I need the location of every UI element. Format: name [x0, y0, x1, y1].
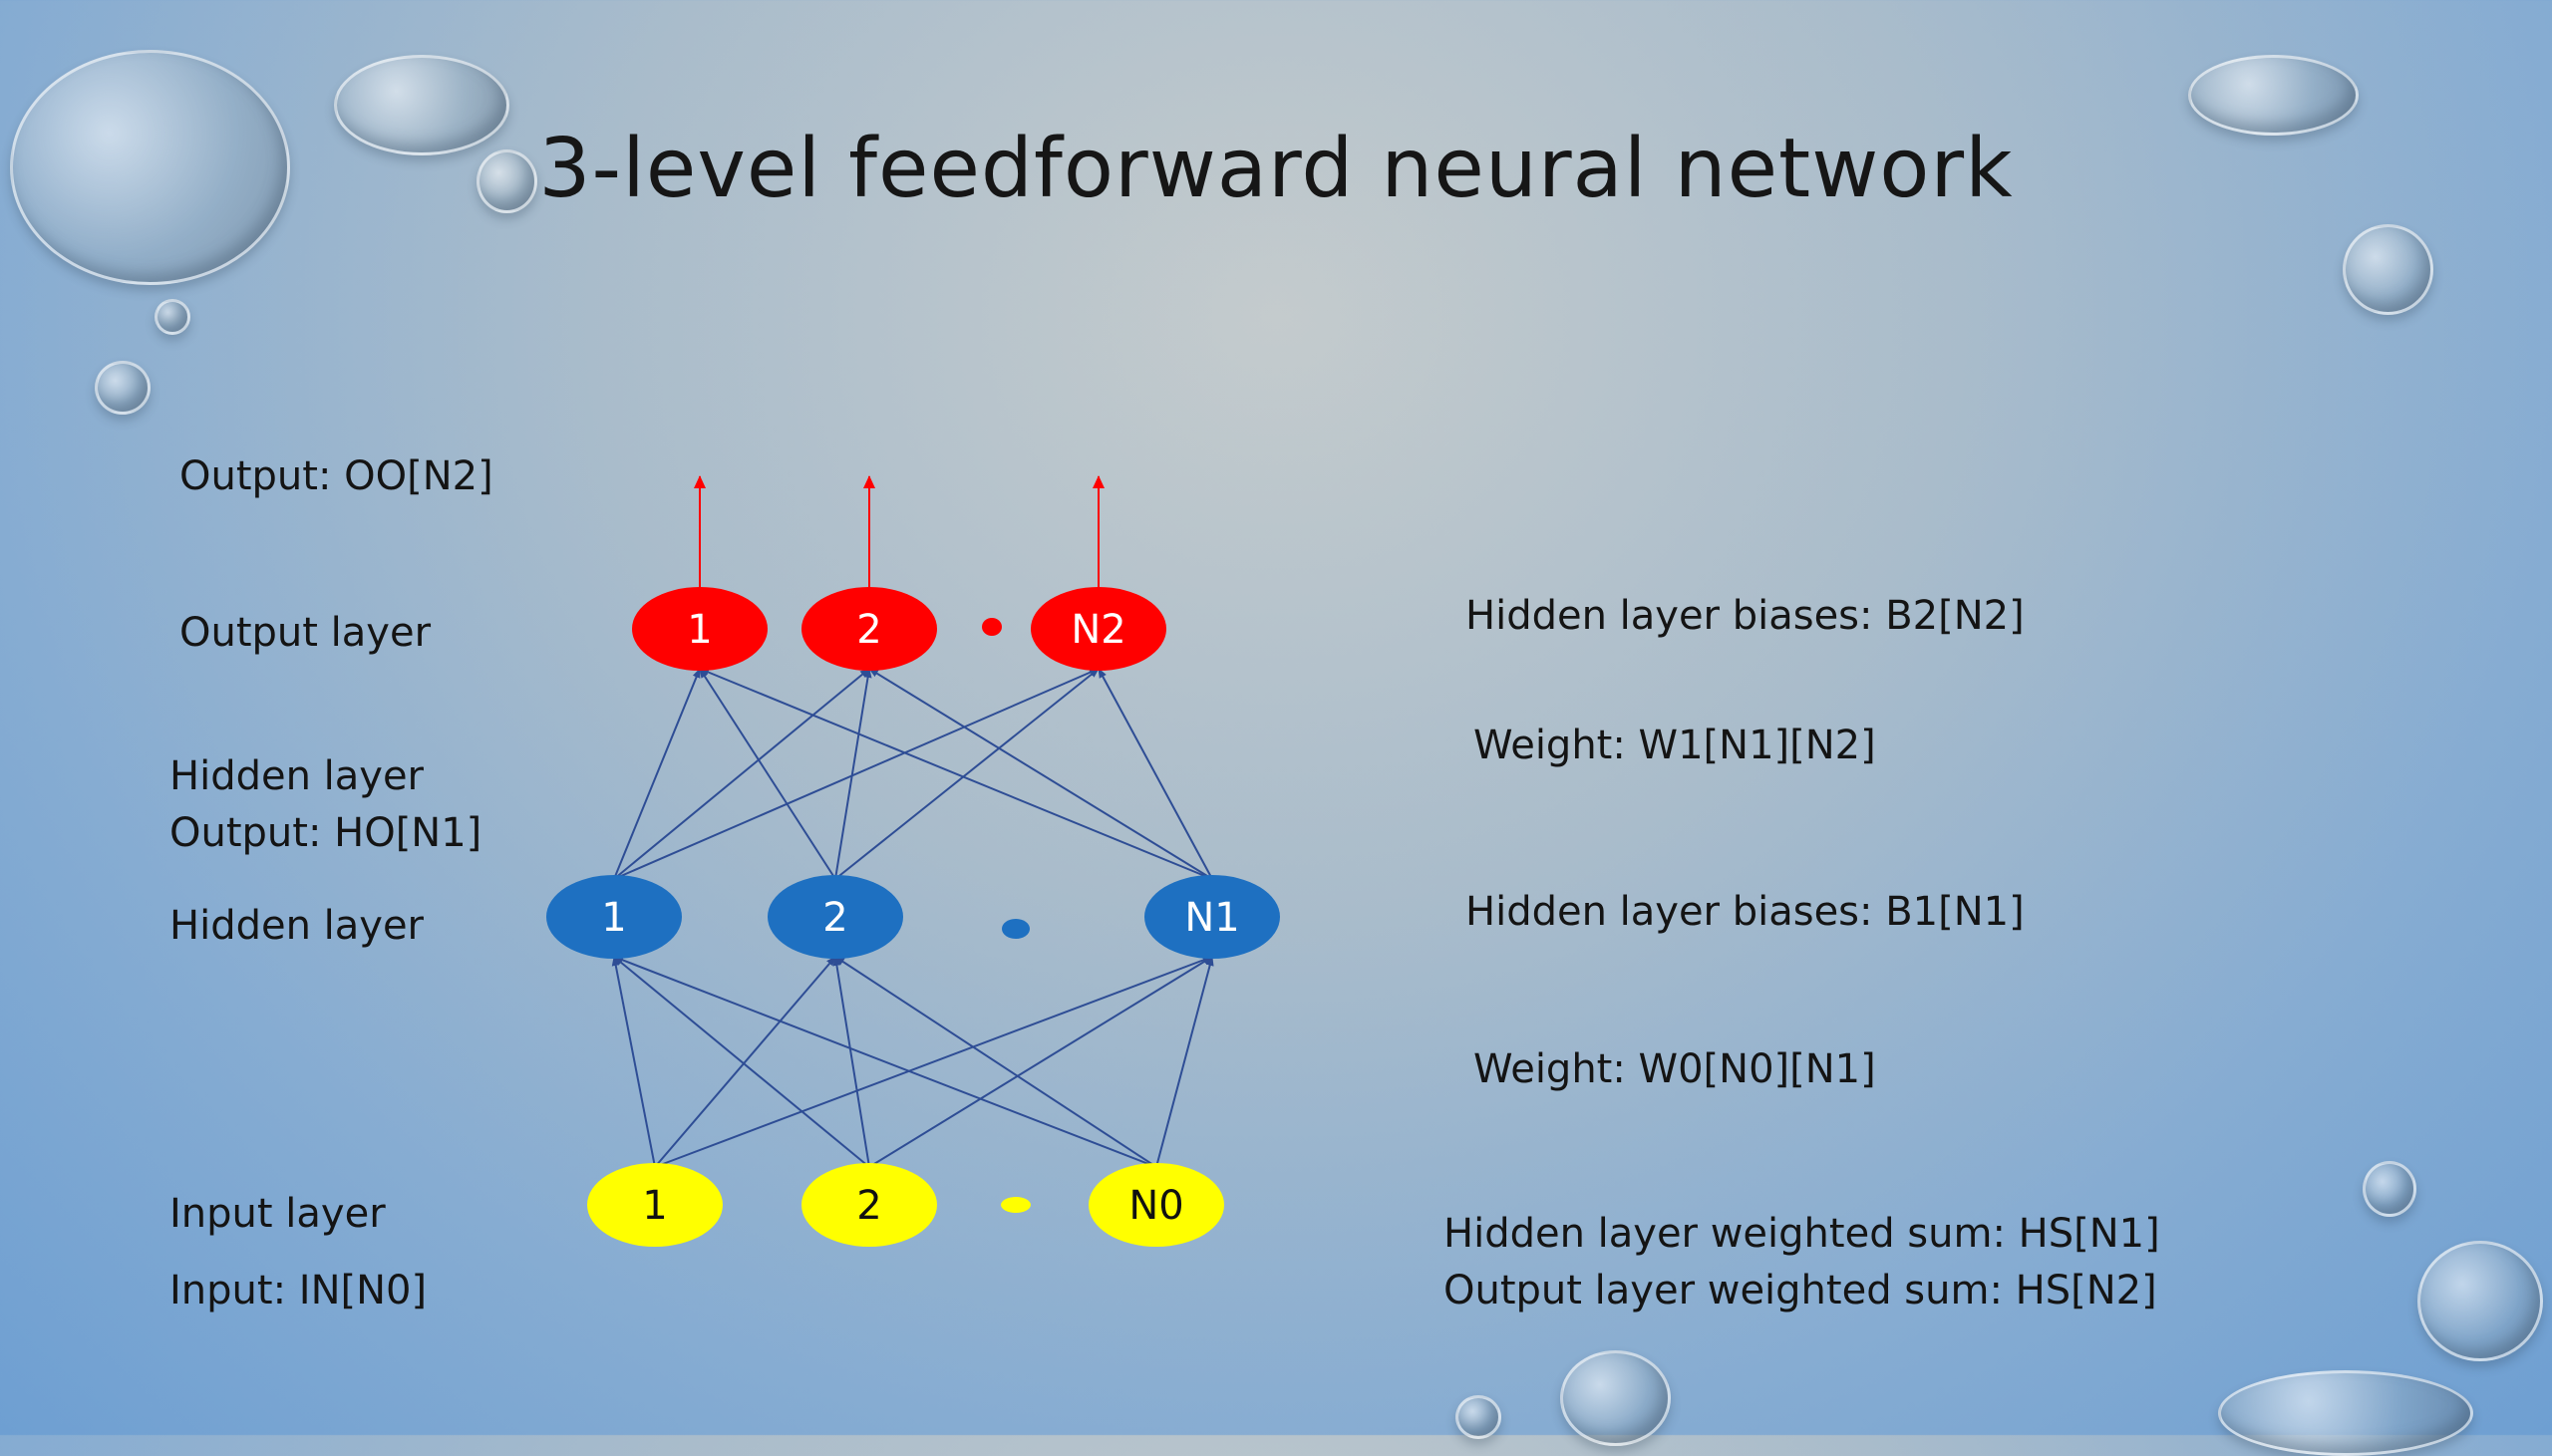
output-node-label: 2	[856, 607, 881, 653]
connection-edge	[868, 956, 1213, 1168]
connection-edge	[611, 956, 656, 1168]
connection-edge	[834, 668, 1100, 880]
connection-edge	[613, 956, 1157, 1168]
hidden-node-shape	[546, 875, 682, 959]
hidden-output-label-line1: Hidden layer	[169, 753, 424, 799]
ellipsis-dots	[982, 618, 1031, 1213]
hidden-node: N1	[1144, 875, 1280, 959]
connection-edge	[834, 668, 872, 880]
b1-label: Hidden layer biases: B1[N1]	[1465, 889, 2025, 935]
water-drop-decoration	[10, 50, 290, 285]
hidden-output-label-line2: Output: HO[N1]	[169, 810, 482, 856]
connection-edge	[832, 956, 870, 1168]
water-drop-decoration	[2417, 1241, 2543, 1361]
input-node: N0	[1089, 1163, 1224, 1247]
connection-edges	[611, 668, 1214, 1168]
hidden-node-label: N1	[1184, 895, 1239, 941]
hidden-node-shape	[1144, 875, 1280, 959]
water-drop-decoration	[155, 299, 190, 335]
ellipsis-dot	[1002, 919, 1030, 939]
water-drop-decoration	[2188, 55, 2359, 136]
connection-edge	[868, 668, 1213, 880]
water-drop-decoration	[334, 55, 509, 155]
connection-edge	[613, 668, 870, 880]
hs1-label: Hidden layer weighted sum: HS[N1]	[1443, 1211, 2160, 1257]
connection-edge	[613, 668, 1100, 880]
input-node-shape	[801, 1163, 937, 1247]
output-arrows	[694, 475, 1105, 587]
output-node: 2	[801, 587, 937, 671]
ellipsis-dot	[982, 618, 1002, 636]
hidden-node-label: 2	[822, 895, 847, 941]
connection-edge	[834, 956, 1157, 1168]
input-node-label: 2	[856, 1183, 881, 1229]
water-drop-decoration	[2343, 224, 2433, 315]
output-node-shape	[801, 587, 937, 671]
connection-edge	[613, 956, 870, 1168]
hidden-layer-label: Hidden layer	[169, 903, 424, 949]
ellipsis-dot	[1001, 1197, 1031, 1213]
hidden-node-label: 1	[601, 895, 626, 941]
input-label: Input: IN[N0]	[169, 1268, 428, 1313]
output-node-shape	[1031, 587, 1166, 671]
connection-edge	[699, 668, 1213, 880]
input-node-label: N0	[1128, 1183, 1183, 1229]
input-node: 1	[587, 1163, 723, 1247]
w0-label: Weight: W0[N0][N1]	[1473, 1046, 1876, 1092]
input-node-label: 1	[642, 1183, 667, 1229]
output-node: N2	[1031, 587, 1166, 671]
connection-edge	[1098, 668, 1213, 880]
hidden-node: 1	[546, 875, 682, 959]
input-node-shape	[1089, 1163, 1224, 1247]
water-drop-decoration	[95, 361, 151, 415]
hs2-label: Output layer weighted sum: HS[N2]	[1443, 1268, 2157, 1313]
b2-label: Hidden layer biases: B2[N2]	[1465, 593, 2025, 639]
water-drop-decoration	[477, 149, 537, 213]
connection-edge	[613, 668, 701, 880]
hidden-node: 2	[768, 875, 903, 959]
water-drop-decoration	[1455, 1395, 1501, 1439]
input-node-shape	[587, 1163, 723, 1247]
w1-label: Weight: W1[N1][N2]	[1473, 723, 1876, 768]
connection-edge	[654, 956, 836, 1168]
water-drop-decoration	[2363, 1161, 2416, 1217]
output-layer-label: Output layer	[179, 610, 432, 656]
hidden-node-shape	[768, 875, 903, 959]
output-node: 1	[632, 587, 768, 671]
connection-edge	[654, 956, 1213, 1168]
output-node-label: N2	[1071, 607, 1125, 653]
slide-title: 3-level feedforward neural network	[538, 122, 2014, 216]
output-label: Output: OO[N2]	[179, 453, 493, 499]
output-node-shape	[632, 587, 768, 671]
input-layer-label: Input layer	[169, 1191, 386, 1237]
input-node: 2	[801, 1163, 937, 1247]
connection-edge	[699, 668, 836, 880]
output-node-label: 1	[687, 607, 712, 653]
connection-edge	[1155, 956, 1214, 1168]
